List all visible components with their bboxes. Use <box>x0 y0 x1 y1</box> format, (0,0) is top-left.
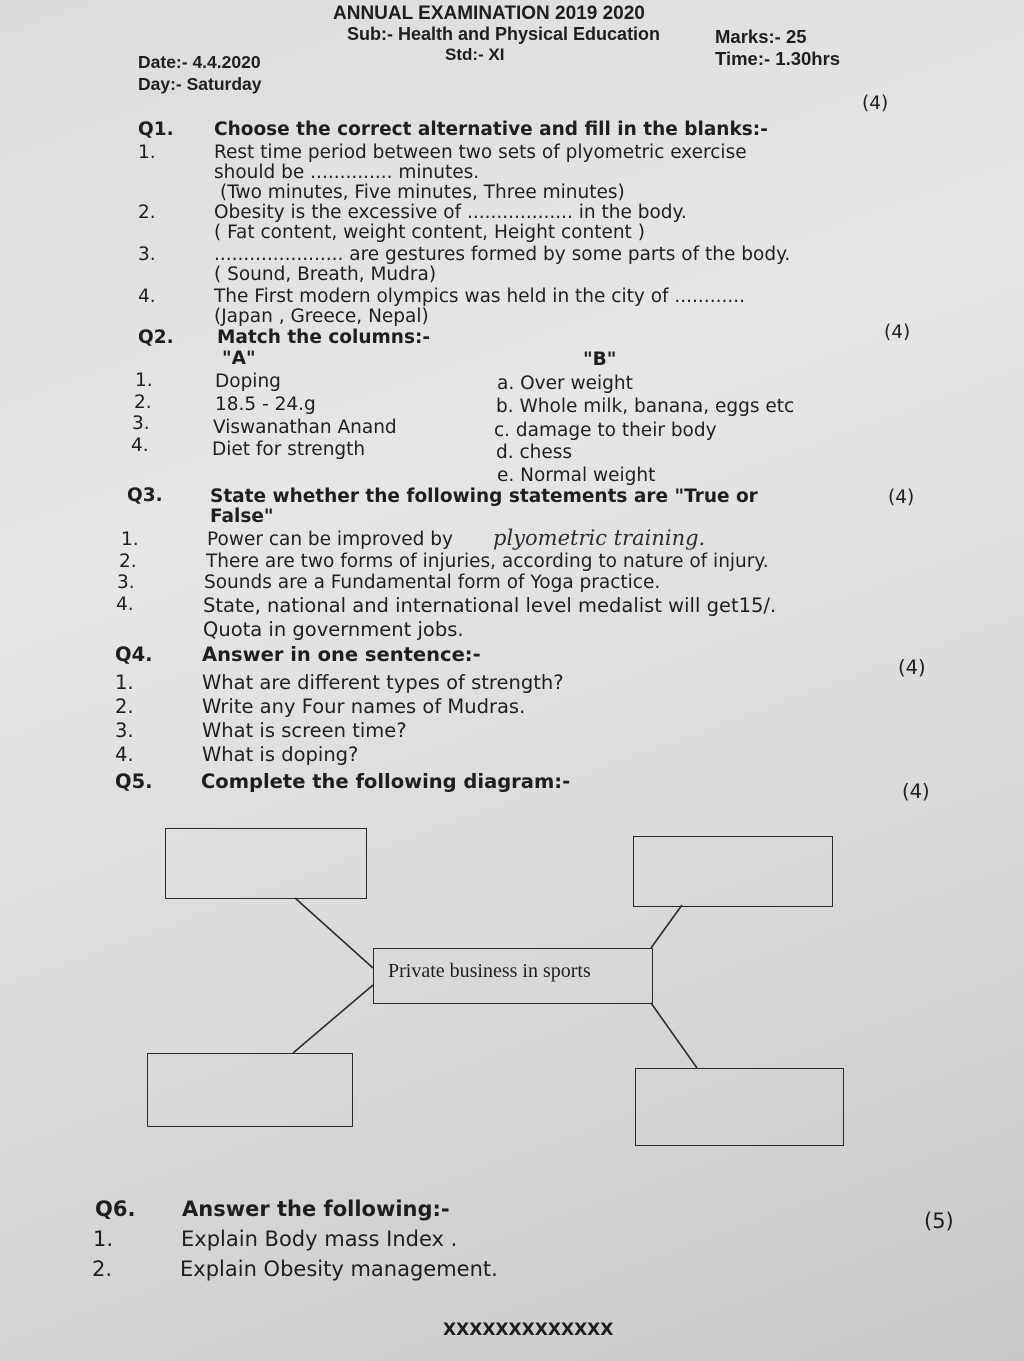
q4-item: What is doping? <box>202 743 359 766</box>
q3-item-num: 3. <box>117 572 135 593</box>
q1-title: Choose the correct alternative and fill … <box>214 119 768 140</box>
match-a-num: 4. <box>131 435 149 456</box>
connector-line <box>294 897 374 969</box>
q3-title: State whether the following statements a… <box>210 486 758 507</box>
q6-item-num: 1. <box>93 1227 114 1251</box>
q1-item-line: Rest time period between two sets of ply… <box>214 142 747 163</box>
connector-line <box>650 1002 698 1069</box>
match-b-item: c. damage to their body <box>494 420 717 441</box>
date: Date:- 4.4.2020 <box>138 52 261 72</box>
q2-marks: (4) <box>884 322 911 343</box>
q3-marks: (4) <box>888 487 915 508</box>
center-box: Private business in sports <box>373 948 653 1004</box>
q1-item-num: 4. <box>138 286 156 307</box>
q4-item: Write any Four names of Mudras. <box>202 695 526 718</box>
match-b-item: e. Normal weight <box>497 465 656 486</box>
subject: Sub:- Health and Physical Education <box>347 24 661 44</box>
center-box-label: Private business in sports <box>388 960 591 982</box>
q3-item-num: 1. <box>121 529 139 550</box>
q6-item: Explain Obesity management. <box>180 1257 498 1281</box>
q4-item-num: 3. <box>115 719 134 742</box>
q6-marks: (5) <box>924 1209 954 1233</box>
q1-item-num: 1. <box>138 142 156 163</box>
q6-number: Q6. <box>95 1197 136 1221</box>
q3-title-cont: False" <box>210 506 274 527</box>
q4-item: What are different types of strength? <box>202 671 564 694</box>
q1-item-num: 3. <box>138 244 156 265</box>
q3-number: Q3. <box>127 485 163 506</box>
marks: Marks:- 25 <box>715 26 807 47</box>
q4-item: What is screen time? <box>202 719 407 742</box>
match-a-num: 3. <box>132 413 150 434</box>
time: Time:- 1.30hrs <box>715 48 841 69</box>
match-a-item: Diet for strength <box>212 439 366 460</box>
q3-item: Sounds are a Fundamental form of Yoga pr… <box>204 572 661 593</box>
std: Std:- XI <box>445 45 505 64</box>
q1-item-line: Obesity is the excessive of ............… <box>214 202 687 223</box>
connector-line <box>292 984 374 1054</box>
q3-item: State, national and international level … <box>203 594 777 617</box>
q4-item-num: 1. <box>115 671 134 694</box>
match-a-num: 1. <box>135 370 153 391</box>
column-a-header: "A" <box>222 348 256 369</box>
match-a-item: Doping <box>215 371 281 392</box>
blank-box-top-right <box>633 836 833 907</box>
q3-item: There are two forms of injuries, accordi… <box>206 551 769 572</box>
q1-item-line: (Japan , Greece, Nepal) <box>214 306 429 327</box>
q2-title: Match the columns:- <box>217 327 431 348</box>
q1-item-line: ( Sound, Breath, Mudra) <box>214 264 437 285</box>
q3-item-num: 2. <box>119 551 137 572</box>
match-a-item: Viswanathan Anand <box>213 417 397 438</box>
day: Day:- Saturday <box>138 74 262 94</box>
exam-title: ANNUAL EXAMINATION 2019 2020 <box>333 3 645 24</box>
q1-number: Q1. <box>138 119 174 140</box>
match-a-num: 2. <box>134 392 152 413</box>
q1-item-line: should be .............. minutes. <box>214 162 480 183</box>
q1-item-line: (Two minutes, Five minutes, Three minute… <box>220 182 625 203</box>
blank-box-bottom-right <box>635 1068 844 1146</box>
q4-item-num: 2. <box>115 695 134 718</box>
q1-item-line: ...................... are gestures form… <box>214 244 791 265</box>
match-a-item: 18.5 - 24.g <box>215 394 316 415</box>
q2-number: Q2. <box>138 327 174 348</box>
q3-item-num: 4. <box>116 594 134 615</box>
match-b-item: d. chess <box>496 442 573 463</box>
q5-marks: (4) <box>902 780 930 803</box>
q5-title: Complete the following diagram:- <box>201 770 571 793</box>
q1-item-num: 2. <box>138 202 156 223</box>
q6-item-num: 2. <box>92 1257 113 1281</box>
match-b-item: a. Over weight <box>497 373 633 394</box>
q4-number: Q4. <box>115 643 153 666</box>
handwritten-answer: plyometric training. <box>493 526 706 550</box>
q1-item-line: ( Fat content, weight content, Height co… <box>214 222 645 243</box>
q6-title: Answer the following:- <box>182 1197 450 1221</box>
column-b-header: "B" <box>583 349 617 370</box>
q3-item-cont: Quota in government jobs. <box>203 618 464 641</box>
end-marker: XXXXXXXXXXXXX <box>443 1320 614 1340</box>
connector-line <box>650 904 683 949</box>
blank-box-top-left <box>165 828 367 899</box>
q1-marks: (4) <box>862 93 889 114</box>
q6-item: Explain Body mass Index . <box>181 1227 458 1251</box>
q5-number: Q5. <box>115 770 153 793</box>
q4-marks: (4) <box>898 656 926 679</box>
q3-item: Power can be improved by <box>207 529 454 550</box>
blank-box-bottom-left <box>147 1053 353 1127</box>
match-b-item: b. Whole milk, banana, eggs etc <box>496 396 795 417</box>
q4-title: Answer in one sentence:- <box>202 643 481 666</box>
q1-item-line: The First modern olympics was held in th… <box>214 286 745 307</box>
q4-item-num: 4. <box>115 743 134 766</box>
